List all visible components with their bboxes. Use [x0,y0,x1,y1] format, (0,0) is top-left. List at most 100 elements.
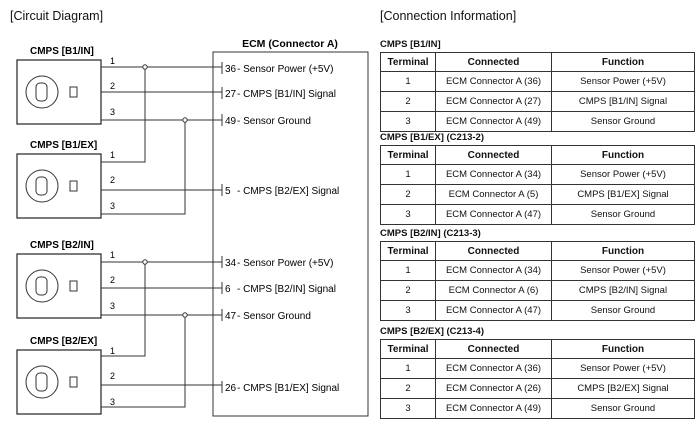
cell-connected: ECM Connector A (36) [435,358,552,379]
ecm-pin-label: - CMPS [B2/EX] Signal [237,186,339,197]
cell-function: CMPS [B1/IN] Signal [551,91,695,112]
cell-function: CMPS [B1/EX] Signal [551,184,695,205]
header-connected: Connected [435,52,552,72]
sensor-box [16,153,102,219]
connection-info-title: [Connection Information] [380,9,517,23]
cell-function: CMPS [B2/IN] Signal [551,280,695,301]
header-terminal: Terminal [380,145,436,165]
cell-connected: ECM Connector A (34) [435,260,552,281]
ecm-pin-34: 34 - Sensor Power (+5V) [221,256,333,269]
table-row: 3 ECM Connector A (47) Sensor Ground [380,300,695,321]
ecm-pin-label: - Sensor Ground [237,311,311,322]
table-row: 1 ECM Connector A (36) Sensor Power (+5V… [380,358,695,379]
header-terminal: Terminal [380,241,436,261]
wire-power-b1-ex [101,67,146,163]
cell-function: Sensor Power (+5V) [551,164,695,185]
connection-table: Terminal Connected Function 1 ECM Connec… [380,52,695,132]
connection-table: Terminal Connected Function 1 ECM Connec… [380,241,695,321]
wire-ground-b1-ex [101,120,186,215]
ecm-pin-number: 26 [225,383,237,394]
cell-terminal: 2 [380,280,436,301]
sensor-4: CMPS [B2/EX] 1 2 3 [16,336,115,415]
table-row: 1 ECM Connector A (34) Sensor Power (+5V… [380,260,695,281]
table-row: 3 ECM Connector A (49) Sensor Ground [380,398,695,419]
cell-connected: ECM Connector A (49) [435,398,552,419]
cell-function: Sensor Ground [551,111,695,132]
sensor-element-icon [69,280,78,292]
header-terminal: Terminal [380,339,436,359]
cell-terminal: 3 [380,111,436,132]
ecm-pin-47: 47 - Sensor Ground [221,309,311,322]
sensor-box [16,253,102,319]
ecm-pin-5: 5 - CMPS [B2/EX] Signal [221,184,339,197]
cell-connected: ECM Connector A (36) [435,71,552,92]
junction-dot [142,64,148,70]
table-block-b2-ex: CMPS [B2/EX] (C213-4) Terminal Connected… [380,324,695,419]
sensor-1: CMPS [B1/IN]123 [16,46,115,125]
sensor-pin-number: 1 [110,56,115,66]
table-row: 3 ECM Connector A (49) Sensor Ground [380,111,695,132]
cell-connected: ECM Connector A (6) [435,280,552,301]
table-block-b1-in: CMPS [B1/IN] Terminal Connected Function… [380,37,695,132]
sensor-pin-number: 2 [110,371,115,381]
cell-terminal: 3 [380,300,436,321]
sensor-2: CMPS [B1/EX]123 [16,140,115,219]
cell-function: Sensor Power (+5V) [551,358,695,379]
table-row: 2 ECM Connector A (27) CMPS [B1/IN] Sign… [380,91,695,112]
circuit-diagram-title: [Circuit Diagram] [10,9,104,23]
table-header-row: Terminal Connected Function [380,52,695,72]
cell-function: Sensor Ground [551,300,695,321]
cell-terminal: 2 [380,378,436,399]
cell-connected: ECM Connector A (49) [435,111,552,132]
table-row: 2 ECM Connector A (6) CMPS [B2/IN] Signa… [380,280,695,301]
cell-connected: ECM Connector A (47) [435,300,552,321]
sensor-pin-number: 3 [110,201,115,211]
ecm-pin-27: 27 - CMPS [B1/IN] Signal [221,87,336,100]
sensor-pin-number: 3 [110,397,115,407]
sensor-coil-icon [25,169,59,203]
sensor-label: CMPS [B2/EX] [30,336,97,347]
connection-table: Terminal Connected Function 1 ECM Connec… [380,145,695,225]
table-header-row: Terminal Connected Function [380,241,695,261]
cell-terminal: 1 [380,164,436,185]
ecm-pin-number: 27 [225,89,237,100]
wire-power-b2-ex [101,262,146,357]
table-title: CMPS [B2/EX] (C213-4) [380,326,484,337]
sensor-core-icon [35,176,48,196]
cell-connected: ECM Connector A (34) [435,164,552,185]
sensor-pin-number: 3 [110,301,115,311]
cell-terminal: 1 [380,71,436,92]
cell-function: Sensor Ground [551,204,695,225]
header-function: Function [551,52,695,72]
ecm-pin-number: 34 [225,258,237,269]
sensor-element-icon [69,180,78,192]
ecm-pin-label: - Sensor Power (+5V) [237,64,333,75]
table-header-row: Terminal Connected Function [380,145,695,165]
sensor-label: CMPS [B2/IN] [30,240,94,251]
table-row: 2 ECM Connector A (5) CMPS [B1/EX] Signa… [380,184,695,205]
sensor-coil-icon [25,269,59,303]
sensor-label: CMPS [B1/IN] [30,46,94,57]
table-header-row: Terminal Connected Function [380,339,695,359]
table-block-b1-ex: CMPS [B1/EX] (C213-2) Terminal Connected… [380,130,695,225]
ecm-title: ECM (Connector A) [242,38,338,50]
ecm-pin-label: - CMPS [B2/IN] Signal [237,284,336,295]
ecm-pin-number: 36 [225,64,237,75]
sensor-pin-number: 2 [110,275,115,285]
cell-connected: ECM Connector A (26) [435,378,552,399]
cell-terminal: 1 [380,260,436,281]
table-row: 3 ECM Connector A (47) Sensor Ground [380,204,695,225]
cell-function: CMPS [B2/EX] Signal [551,378,695,399]
header-connected: Connected [435,339,552,359]
sensor-element-icon [69,86,78,98]
sensor-label: CMPS [B1/EX] [30,140,97,151]
sensor-pin-number: 1 [110,346,115,356]
sensor-pin-number: 3 [110,107,115,117]
header-function: Function [551,339,695,359]
sensor-core-icon [35,372,48,392]
ecm-pin-36: 36 - Sensor Power (+5V) [221,62,333,75]
sensor-coil-icon [25,365,59,399]
sensor-core-icon [35,82,48,102]
table-title: CMPS [B1/IN] [380,39,441,50]
